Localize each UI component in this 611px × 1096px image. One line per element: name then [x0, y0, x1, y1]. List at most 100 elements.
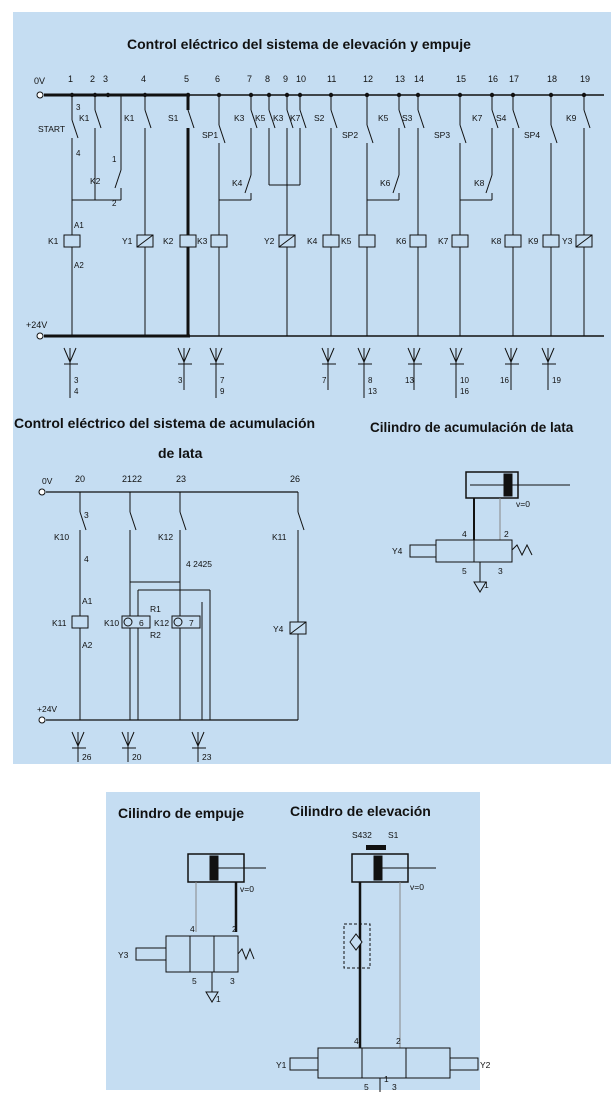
accumulation-cylinder-title: Cilindro de acumulación de lata: [370, 420, 574, 435]
coil-label: Y1: [122, 236, 133, 246]
coil-label: K12: [154, 618, 169, 628]
column-number: 6: [215, 74, 220, 84]
port-label: 3: [392, 1082, 397, 1092]
column-number: 17: [509, 74, 519, 84]
port-label: 2: [504, 529, 509, 539]
coil-label: Y4: [273, 624, 284, 634]
column-numbers: 1 2 3 4 5 6 7 8 9 10 11 12 13 14 15 16 1…: [68, 74, 590, 84]
ref-label: 23: [202, 752, 212, 762]
port-label: 1: [384, 1074, 389, 1084]
counter-value: 6: [139, 618, 144, 628]
contact-label: S3: [402, 113, 413, 123]
ref-label: 3: [74, 376, 79, 385]
velocity-label: v=0: [410, 882, 424, 892]
accumulation-schematic: 0V +24V 20 2122 23 26 K10 K12 K11 K11 K1…: [37, 471, 570, 762]
terminal-number: A2: [82, 640, 93, 650]
velocity-label: v=0: [516, 499, 530, 509]
port-label: 1: [216, 994, 221, 1004]
contact-label: K3: [234, 113, 245, 123]
contact-label: START: [38, 124, 65, 134]
column-number: 23: [176, 474, 186, 484]
ref-label: 16: [500, 376, 509, 385]
ref-label: 3: [178, 376, 183, 385]
ref-label: 13: [405, 376, 414, 385]
ref-label: 10: [460, 376, 469, 385]
column-number: 10: [296, 74, 306, 84]
column-number: 7: [247, 74, 252, 84]
terminal-number: 2: [112, 199, 117, 208]
coil-label: K10: [104, 618, 119, 628]
ref-label: 9: [220, 387, 225, 396]
coil-label: K11: [52, 618, 67, 628]
lift-push-schematic: 0V +24V 1 2 3 4 5 6 7 8 9 10 11 12 13 14…: [26, 74, 604, 398]
column-number: 26: [290, 474, 300, 484]
valve-label: Y1: [276, 1060, 287, 1070]
port-label: 2: [396, 1036, 401, 1046]
reference-symbols: [63, 347, 556, 398]
push-cylinder-title: Cilindro de empuje: [118, 805, 245, 821]
contact-label: K10: [54, 532, 69, 542]
rail-0v-label: 0V: [34, 76, 45, 86]
rail-24v-label: +24V: [26, 320, 47, 330]
rail-24v-label: +24V: [37, 704, 57, 714]
contact-label: K5: [255, 113, 266, 123]
coil-label: K6: [396, 236, 407, 246]
coil-label: K7: [438, 236, 449, 246]
port-label: 4: [190, 924, 195, 934]
contact-label: K12: [158, 532, 173, 542]
port-label: 4: [462, 529, 467, 539]
push-cylinder: [135, 853, 266, 1003]
contact-symbols: [66, 109, 591, 194]
ref-label: 4: [74, 387, 79, 396]
accumulation-title: Control eléctrico del sistema de acumula…: [14, 415, 316, 431]
column-number: 18: [547, 74, 557, 84]
contact-label: K11: [272, 532, 287, 542]
contact-label: S4: [496, 113, 507, 123]
contact-label: K4: [232, 178, 243, 188]
column-number: 12: [363, 74, 373, 84]
coil-label: K8: [491, 236, 502, 246]
coil-label: K2: [163, 236, 174, 246]
terminal-number: R2: [150, 630, 161, 640]
terminal-number: 1: [112, 155, 117, 164]
contact-label: SP2: [342, 130, 358, 140]
terminal-number: 4: [84, 554, 89, 564]
sensor-label: S1: [388, 830, 399, 840]
column-number: 1: [68, 74, 73, 84]
velocity-label: v=0: [240, 884, 254, 894]
ref-label: 8: [368, 376, 373, 385]
column-number: 11: [327, 74, 336, 84]
contact-label: SP4: [524, 130, 540, 140]
column-number: 5: [184, 74, 189, 84]
terminal-number: A2: [74, 261, 84, 270]
ref-label: 7: [322, 376, 327, 385]
port-label: 3: [498, 566, 503, 576]
port-label: 5: [192, 976, 197, 986]
terminal-numbers: 3 4 1 2 A1 A2: [74, 103, 117, 270]
coil-label: K9: [528, 236, 539, 246]
terminal-number: R1: [150, 604, 161, 614]
column-number: 16: [488, 74, 498, 84]
contact-label: SP3: [434, 130, 450, 140]
cylinders-schematic: v=0 Y3 4 2 5 3 1 S432 S1 v=0 Y1 Y2 4 2 5…: [118, 830, 491, 1092]
coil-label: Y2: [264, 236, 275, 246]
branch-wires: [71, 95, 585, 336]
contact-label: K7: [290, 113, 301, 123]
ref-label: 19: [552, 376, 561, 385]
column-number: 2: [90, 74, 95, 84]
coil-label: K4: [307, 236, 318, 246]
ref-label: 13: [368, 387, 377, 396]
terminal-number: 4: [76, 149, 81, 158]
column-number: 9: [283, 74, 288, 84]
contact-label: K3: [273, 113, 284, 123]
lift-cylinder: [289, 845, 479, 1092]
column-number: 3: [103, 74, 108, 84]
ref-label: 7: [220, 376, 225, 385]
port-label: 5: [364, 1082, 369, 1092]
port-label: 3: [230, 976, 235, 986]
port-label: 2: [232, 924, 237, 934]
terminal-number: A1: [74, 221, 84, 230]
port-label: 5: [462, 566, 467, 576]
contact-labels: START K1 K1 S1 SP1 K3 K5 K3 K7 S2 SP2 K5…: [38, 113, 577, 188]
lift-cylinder-title: Cilindro de elevación: [290, 803, 431, 819]
